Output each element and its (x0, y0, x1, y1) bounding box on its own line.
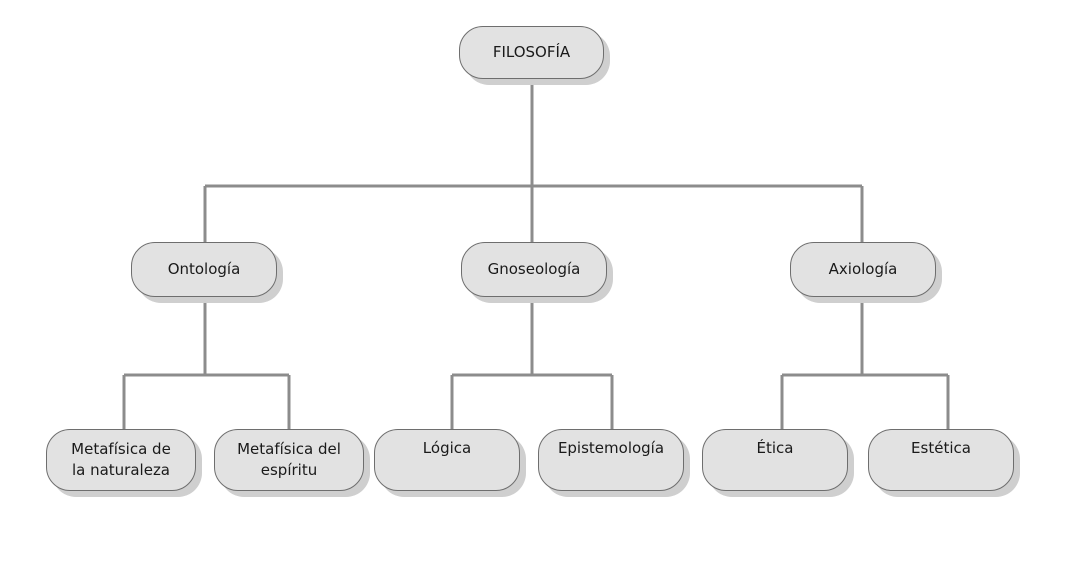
node-label-logica: Lógica (422, 439, 472, 457)
node-box: Axiología (790, 242, 936, 297)
node-box: Gnoseología (461, 242, 607, 297)
node-box: FILOSOFÍA (459, 26, 604, 79)
node-estetica: Estética (868, 429, 1020, 497)
node-label-etica: Ética (756, 439, 794, 457)
node-etica: Ética (702, 429, 854, 497)
node-ontologia: Ontología (131, 242, 283, 303)
node-label-metafisica-espiritu: Metafísica del espíritu (237, 440, 341, 479)
node-logica: Lógica (374, 429, 526, 497)
node-axiologia: Axiología (790, 242, 942, 303)
node-label-gnoseologia: Gnoseología (487, 260, 581, 278)
node-label-epistemologia: Epistemología (557, 439, 665, 457)
node-box: Lógica (374, 429, 520, 491)
node-label-ontologia: Ontología (167, 260, 241, 278)
node-box: Metafísica de la naturaleza (46, 429, 196, 491)
node-box: Ontología (131, 242, 277, 297)
node-box: Metafísica del espíritu (214, 429, 364, 491)
node-epistemologia: Epistemología (538, 429, 690, 497)
node-metafisica-naturaleza: Metafísica de la naturaleza (46, 429, 202, 497)
node-metafisica-espiritu: Metafísica del espíritu (214, 429, 370, 497)
node-gnoseologia: Gnoseología (461, 242, 613, 303)
node-label-filosofia: FILOSOFÍA (492, 43, 571, 61)
node-label-axiologia: Axiología (828, 260, 898, 278)
node-label-estetica: Estética (911, 439, 971, 457)
node-label-metafisica-naturaleza: Metafísica de la naturaleza (71, 440, 171, 479)
node-box: Epistemología (538, 429, 684, 491)
node-box: Ética (702, 429, 848, 491)
node-filosofia: FILOSOFÍA (459, 26, 610, 85)
node-box: Estética (868, 429, 1014, 491)
